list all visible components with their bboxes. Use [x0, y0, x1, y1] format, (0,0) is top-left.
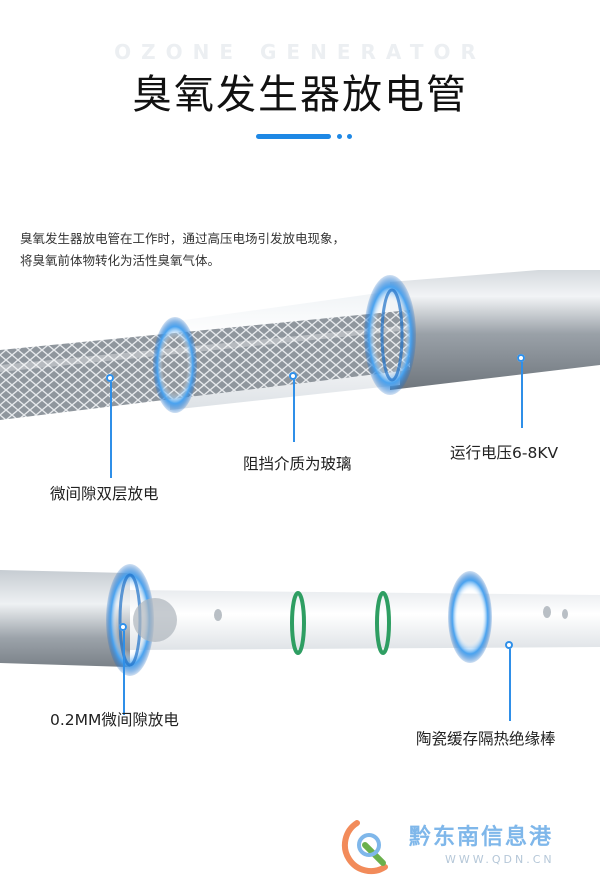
page-title: 臭氧发生器放电管 [132, 72, 468, 118]
label-double-layer: 微间隙双层放电 [50, 485, 159, 503]
ceramic-rod-illustration [0, 564, 600, 676]
marker-dot [289, 372, 297, 380]
marker-dot [505, 641, 513, 649]
label-ceramic-rod: 陶瓷缓存隔热绝缘棒 [416, 730, 556, 748]
logo-emblem-icon [341, 820, 388, 875]
logo-text: 黔东南信息港 [409, 824, 554, 850]
description-line: 臭氧发生器放电管在工作时，通过高压电场引发放电现象， [20, 231, 346, 246]
label-gap: 0.2MM微间隙放电 [50, 711, 179, 729]
marker-dot [106, 374, 114, 382]
leader-line [509, 645, 511, 721]
description-line: 将臭氧前体物转化为活性臭氧气体。 [20, 253, 221, 268]
discharge-tube-illustration [0, 265, 600, 420]
title-underline-bar [256, 134, 331, 139]
marker-dot [119, 623, 127, 631]
ceramic-rod-image [0, 555, 600, 721]
header-watermark: OZONE GENERATOR [114, 40, 486, 64]
leader-line [293, 376, 295, 442]
label-glass-barrier: 阻挡介质为玻璃 [243, 455, 352, 473]
label-voltage: 运行电压6-8KV [450, 444, 559, 462]
discharge-tube-image [0, 265, 600, 478]
product-description: 臭氧发生器放电管在工作时，通过高压电场引发放电现象， 将臭氧前体物转化为活性臭氧… [20, 228, 580, 272]
leader-line [123, 627, 125, 715]
logo-url: WWW.QDN.CN [445, 853, 555, 866]
site-logo: 黔东南信息港 WWW.QDN.CN [335, 815, 585, 875]
leader-line [110, 378, 112, 478]
leader-line [521, 358, 523, 428]
marker-dot [517, 354, 525, 362]
title-underline-dot [347, 134, 352, 139]
title-underline-dot [337, 134, 342, 139]
